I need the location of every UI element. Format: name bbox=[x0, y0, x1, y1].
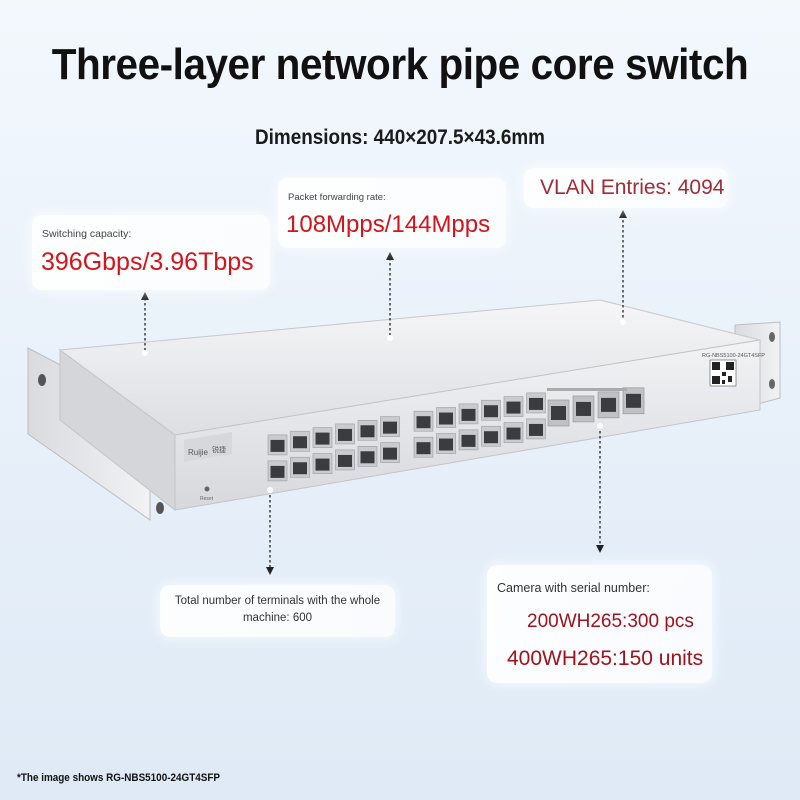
rj45-port[interactable] bbox=[335, 423, 355, 445]
switching-capacity-callout: Switching capacity: 396Gbps/3.96Tbps bbox=[32, 215, 270, 290]
page-title: Three-layer network pipe core switch bbox=[51, 40, 749, 89]
packet-forwarding-value: 108Mpps/144Mpps bbox=[286, 211, 491, 238]
camera-400wh265: 400WH265:150 units bbox=[507, 647, 704, 670]
qr-code bbox=[709, 359, 737, 387]
rj45-port[interactable] bbox=[312, 427, 333, 448]
svg-text:锐捷: 锐捷 bbox=[212, 445, 226, 454]
callout-leaders bbox=[144, 215, 624, 570]
rj45-port[interactable] bbox=[380, 416, 400, 437]
rj45-port[interactable] bbox=[290, 456, 310, 478]
rj45-port[interactable] bbox=[526, 418, 546, 440]
packet-forwarding-callout: Packet forwarding rate: 108Mpps/144Mpps bbox=[278, 178, 506, 248]
sfp-port[interactable] bbox=[622, 387, 645, 415]
sfp-port[interactable] bbox=[597, 391, 620, 419]
svg-text:Ruijie: Ruijie bbox=[188, 448, 209, 457]
terminals-text: Total number of terminals with the whole… bbox=[174, 595, 381, 624]
rj45-port[interactable] bbox=[481, 399, 501, 421]
rj45-port[interactable] bbox=[503, 396, 524, 417]
sfp-ports bbox=[547, 387, 645, 427]
vlan-entries-text: VLAN Entries: 4094 bbox=[540, 176, 725, 199]
rj45-port[interactable] bbox=[458, 403, 479, 425]
rj45-port[interactable] bbox=[357, 445, 378, 467]
rj45-port[interactable] bbox=[526, 392, 546, 414]
reset-label: Reset bbox=[200, 496, 214, 502]
rj45-port[interactable] bbox=[312, 453, 333, 474]
footnote: *The image shows RG-NBS5100-24GT4SFP bbox=[17, 772, 221, 784]
rj45-port[interactable] bbox=[267, 434, 288, 456]
rj45-port[interactable] bbox=[357, 419, 378, 441]
rj45-port[interactable] bbox=[413, 410, 434, 432]
rj45-ports bbox=[267, 392, 546, 482]
vlan-entries-callout: VLAN Entries: 4094 bbox=[524, 168, 728, 208]
camera-label: Camera with serial number: bbox=[497, 581, 650, 595]
rj45-port[interactable] bbox=[481, 425, 501, 447]
chassis-side bbox=[59, 349, 176, 512]
rj45-port[interactable] bbox=[267, 460, 288, 482]
rj45-port[interactable] bbox=[436, 433, 456, 454]
sfp-port[interactable] bbox=[572, 395, 595, 423]
callout-markers bbox=[141, 210, 627, 575]
rj45-port[interactable] bbox=[380, 442, 400, 463]
terminals-callout: Total number of terminals with the whole… bbox=[160, 585, 395, 637]
camera-200wh265: 200WH265:300 pcs bbox=[527, 611, 694, 632]
model-label: RG-NBS5100-24GT4SFP bbox=[702, 353, 765, 359]
sfp-port[interactable] bbox=[547, 399, 570, 427]
switching-capacity-label: Switching capacity: bbox=[42, 228, 132, 240]
reset-pinhole[interactable] bbox=[204, 486, 210, 492]
rj45-port[interactable] bbox=[503, 422, 524, 443]
packet-forwarding-label: Packet forwarding rate: bbox=[288, 192, 386, 203]
dimensions-text: Dimensions: 440×207.5×43.6mm bbox=[255, 126, 545, 149]
brand-logo: Ruijie 锐捷 bbox=[184, 432, 232, 462]
rj45-port[interactable] bbox=[436, 407, 456, 428]
rj45-port[interactable] bbox=[335, 449, 355, 471]
status-leds bbox=[547, 388, 627, 391]
switching-capacity-value: 396Gbps/3.96Tbps bbox=[41, 248, 254, 276]
rj45-port[interactable] bbox=[290, 430, 310, 452]
rj45-port[interactable] bbox=[458, 429, 479, 451]
camera-callout: Camera with serial number: 200WH265:300 … bbox=[487, 565, 712, 683]
rj45-port[interactable] bbox=[413, 436, 434, 458]
